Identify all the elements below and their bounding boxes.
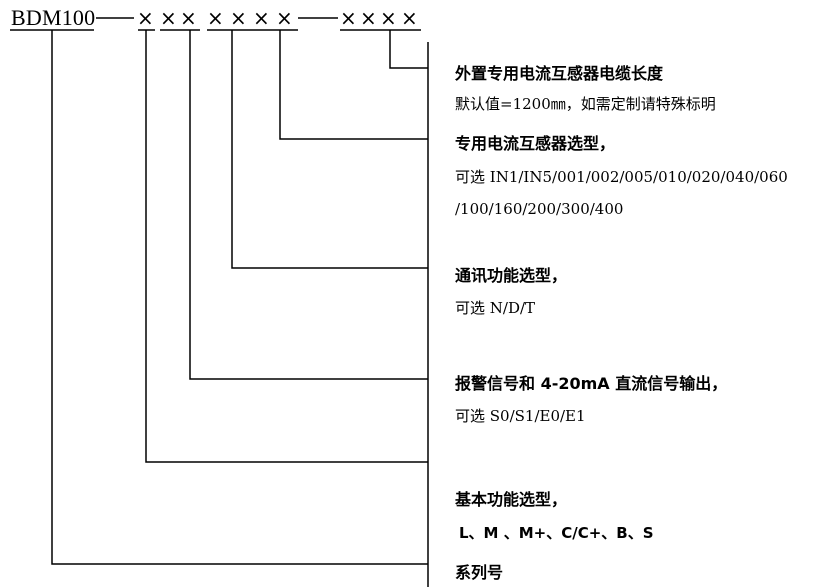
code-mark-10: × <box>380 6 397 30</box>
field-ct-selection: 专用电流互感器选型， 可选 IN1/IN5/001/002/005/010/02… <box>455 134 788 219</box>
field-alarm-output: 报警信号和 4-20mA 直流信号输出， 可选 S0/S1/E0/E1 <box>455 374 727 426</box>
code-mark-7: × <box>276 6 293 30</box>
leader-basic-function <box>145 30 428 463</box>
code-mark-2: × <box>160 6 177 30</box>
field-cable-length: 外置专用电流互感器电缆长度 默认值=1200㎜，如需定制请特殊标明 <box>455 64 716 114</box>
field-basic-function: 基本功能选型， L、M 、M+、C/C+、B、S <box>455 490 654 543</box>
code-mark-6: × <box>253 6 270 30</box>
field-title: 系列号 <box>455 563 504 582</box>
field-title: 专用电流互感器选型， <box>455 134 616 153</box>
leader-alarm-output <box>189 30 428 380</box>
field-series: 系列号 <box>455 563 503 583</box>
code-mark-11: × <box>401 6 418 30</box>
leader-communication <box>231 30 428 269</box>
field-title: 报警信号和 4-20mA 直流信号输出， <box>455 374 728 393</box>
code-mark-8: × <box>340 6 357 30</box>
code-mark-5: × <box>230 6 247 30</box>
field-title: 基本功能选型， <box>455 490 568 509</box>
leader-cable-length <box>389 30 428 69</box>
field-title: 通讯功能选型， <box>455 266 568 285</box>
field-communication: 通讯功能选型， 可选 N/D/T <box>455 266 567 318</box>
field-title: 外置专用电流互感器电缆长度 <box>455 64 664 83</box>
code-mark-9: × <box>360 6 377 30</box>
field-option-line: 默认值=1200㎜，如需定制请特殊标明 <box>455 95 716 113</box>
field-option-line: 可选 N/D/T <box>455 299 536 317</box>
field-option-line: /100/160/200/300/400 <box>455 200 624 218</box>
code-mark-3: × <box>180 6 197 30</box>
leader-ct-selection <box>279 30 428 140</box>
field-option-line: 可选 S0/S1/E0/E1 <box>455 407 586 425</box>
code-mark-4: × <box>207 6 224 30</box>
leader-series <box>51 30 428 565</box>
field-option-line: 可选 IN1/IN5/001/002/005/010/020/040/060 <box>455 168 788 186</box>
model-prefix: BDM100 <box>11 5 96 30</box>
code-mark-1: × <box>137 6 154 30</box>
field-option-line: L、M 、M+、C/C+、B、S <box>459 524 654 542</box>
